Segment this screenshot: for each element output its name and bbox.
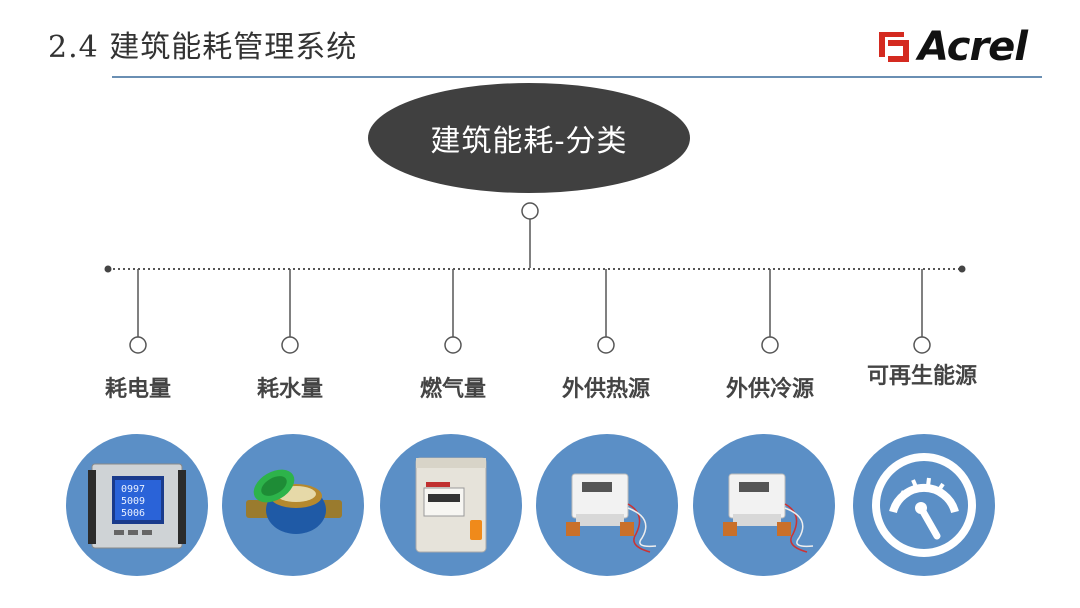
cooling-meter-icon	[693, 434, 835, 576]
header-divider	[112, 76, 1042, 78]
acrel-logo-text: Acrel	[918, 24, 1028, 70]
cat-label-3: 外供热源	[561, 376, 650, 402]
svg-text:0997: 0997	[121, 484, 145, 495]
acrel-logo-icon	[879, 32, 909, 62]
branch-node-3	[597, 336, 615, 354]
cat-label-1: 耗水量	[256, 376, 323, 402]
branch-node-5	[913, 336, 931, 354]
branch-node-1	[281, 336, 299, 354]
heat-meter-icon	[536, 434, 678, 576]
cat-label-5: 可再生能源	[867, 363, 978, 389]
svg-text:5009: 5009	[121, 496, 145, 507]
cat-label-0: 耗电量	[104, 376, 171, 402]
acrel-logo: Acrel	[876, 24, 1028, 70]
center-node: 建筑能耗-分类	[368, 83, 690, 193]
cat-label-2: 燃气量	[419, 376, 486, 402]
cat-label-4: 外供冷源	[725, 376, 814, 402]
branch-node-0	[129, 336, 147, 354]
center-node-connector	[521, 202, 539, 220]
power-meter-icon: 0997 5009 5006	[66, 434, 208, 576]
branch-node-4	[761, 336, 779, 354]
svg-text:5006: 5006	[121, 508, 145, 519]
gas-meter-icon	[380, 434, 522, 576]
gauge-icon	[853, 434, 995, 576]
page-title: 2.4 建筑能耗管理系统	[48, 30, 358, 65]
branch-node-2	[444, 336, 462, 354]
water-meter-icon	[222, 434, 364, 576]
center-node-label: 建筑能耗-分类	[430, 124, 628, 159]
